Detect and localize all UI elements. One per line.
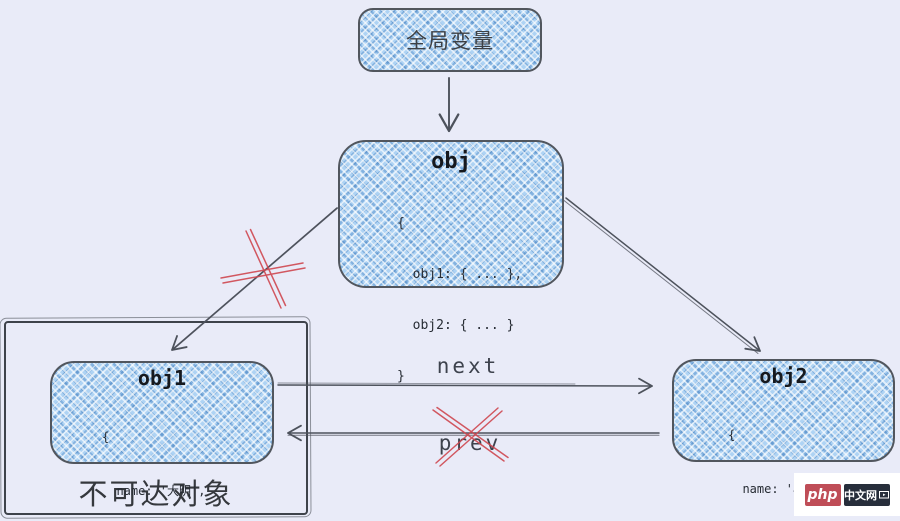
node-obj2: obj2 { name: '小明', }: [672, 359, 895, 496]
node-global-variables: 全局变量: [358, 8, 542, 72]
red-cross-obj1-edge: [220, 228, 306, 309]
screen-icon: [879, 491, 889, 499]
node-obj2-title: obj2: [759, 364, 808, 388]
code-line: name: '大明',: [102, 484, 206, 498]
unreachable-group-box: [4, 321, 308, 515]
watermark-cn-badge: 中文网: [843, 483, 890, 506]
code-line: {: [102, 430, 110, 444]
node-obj-code: { obj1: { ... }, obj2: { ... } }: [397, 181, 562, 419]
edge-label-prev: prev: [438, 431, 502, 455]
arrow-obj-to-obj2: [565, 197, 761, 352]
edge-label-next: next: [436, 354, 500, 378]
code-line: {: [728, 428, 736, 442]
node-obj: obj { obj1: { ... }, obj2: { ... } }: [338, 140, 564, 384]
global-variables-label: 全局变量: [406, 29, 494, 53]
watermark-cn-text: 中文网: [844, 488, 877, 502]
node-obj-title: obj: [431, 149, 471, 174]
node-obj1-code: { name: '大明', }: [102, 392, 272, 521]
node-obj1-title: obj1: [137, 366, 187, 390]
code-line: obj2: { ... }: [397, 318, 515, 333]
unreachable-object-label: 不可达对象: [78, 477, 234, 511]
code-line: }: [397, 369, 405, 384]
code-line: {: [397, 216, 405, 231]
node-obj1: obj1 { name: '大明', }: [50, 361, 274, 498]
watermark: php 中文网: [794, 473, 900, 516]
watermark-php-badge: php: [804, 483, 841, 506]
code-line: obj1: { ... },: [397, 267, 523, 282]
arrow-obj-to-obj2-sketch: [563, 200, 759, 354]
